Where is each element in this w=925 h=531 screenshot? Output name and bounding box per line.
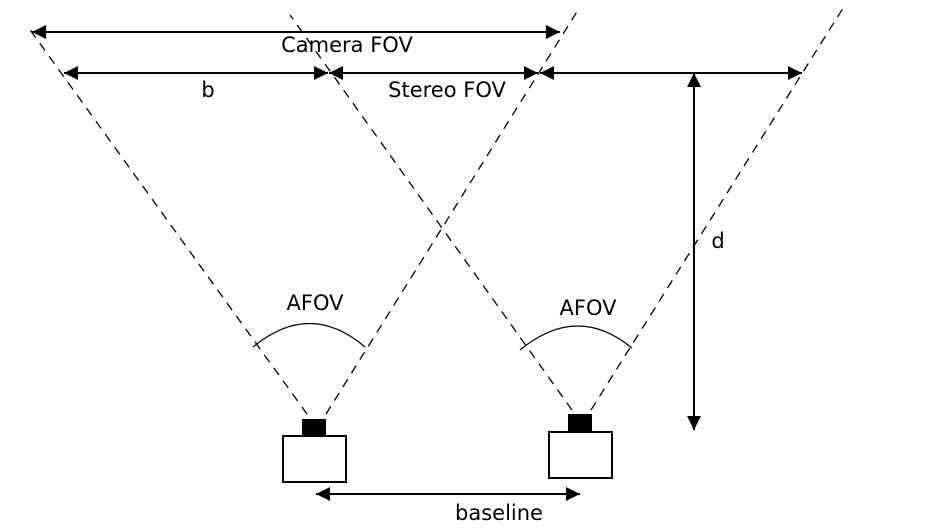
right-camera-left-ray: [289, 14, 573, 411]
left-afov-arc: [252, 322, 366, 348]
stereo-fov-label: Stereo FOV: [388, 78, 506, 102]
left-afov-label: AFOV: [287, 291, 345, 315]
b-label: b: [201, 78, 214, 102]
left-camera-body: [282, 435, 347, 483]
left-camera-left-ray: [27, 26, 308, 415]
right-camera-right-ray: [590, 4, 846, 411]
baseline-label: baseline: [455, 501, 543, 525]
right-afov-arc: [519, 325, 633, 351]
right-afov-label: AFOV: [560, 296, 618, 320]
right-camera-body: [548, 431, 613, 479]
camera-fov-label: Camera FOV: [281, 33, 413, 57]
left-camera-lens: [302, 419, 326, 436]
d-label: d: [711, 229, 724, 253]
left-camera-right-ray: [325, 9, 579, 415]
right-camera-lens: [568, 414, 592, 432]
